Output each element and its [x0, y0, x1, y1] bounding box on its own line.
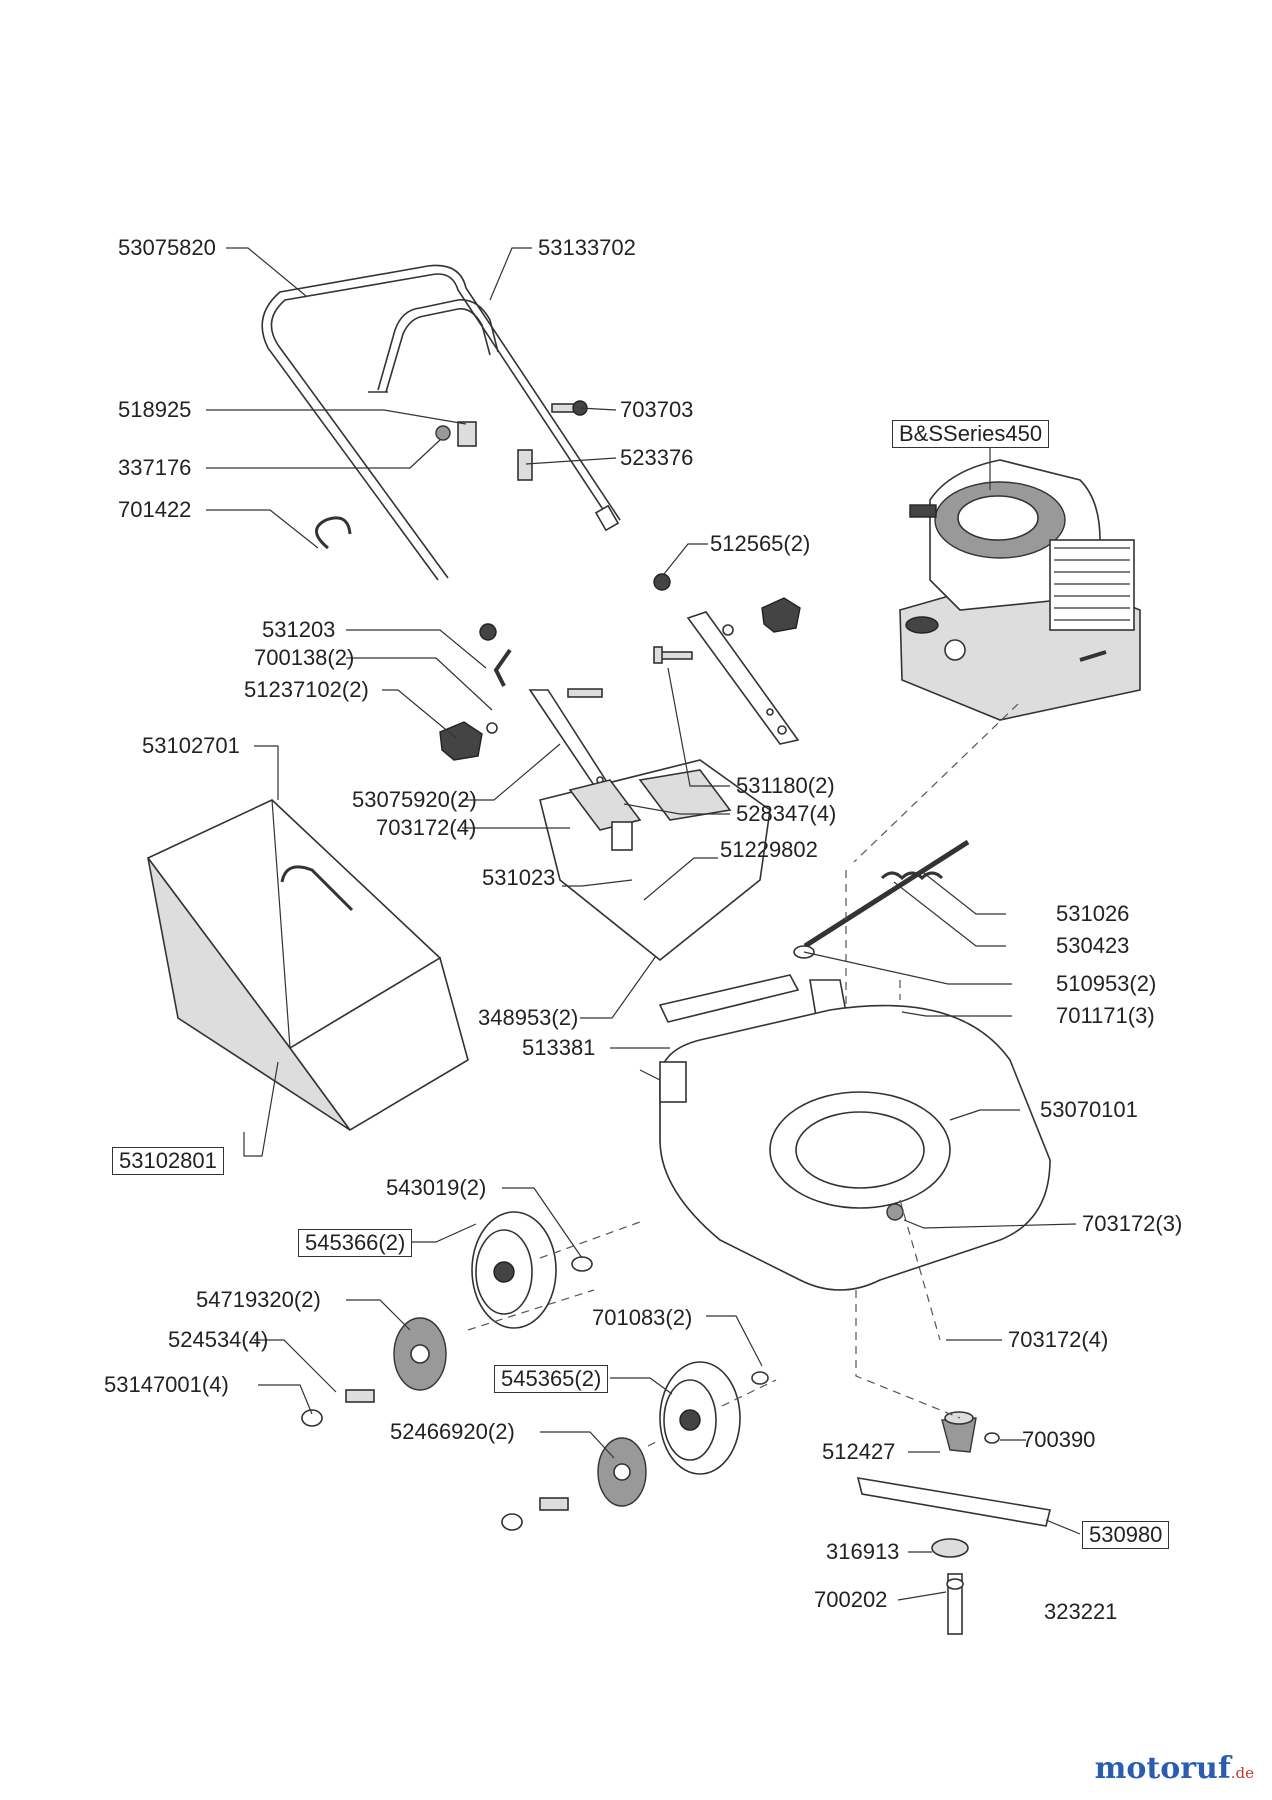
label-523376: 523376	[620, 445, 694, 470]
label-703703: 703703	[620, 397, 694, 422]
label-703172-b: 703172(3)	[1082, 1211, 1183, 1236]
label-bs-series-450: B&SSeries450	[892, 420, 1050, 448]
handle-fasteners	[315, 400, 588, 550]
label-528347: 528347(4)	[736, 801, 837, 826]
label-545366: 545366(2)	[298, 1229, 413, 1257]
brand-tld: .de	[1230, 1764, 1254, 1782]
label-337176: 337176	[118, 455, 192, 480]
lower-handle-strut-right	[686, 611, 800, 745]
label-53147001: 53147001(4)	[104, 1372, 229, 1397]
rear-flap	[539, 759, 771, 962]
brand-logo[interactable]: motoruf.de	[1095, 1751, 1254, 1786]
label-531026: 531026	[1056, 901, 1130, 926]
engine	[899, 459, 1141, 721]
label-51237102: 51237102(2)	[244, 677, 369, 702]
label-53133702: 53133702	[538, 235, 636, 260]
label-530980: 530980	[1082, 1521, 1170, 1549]
rear-wheel	[471, 1211, 593, 1329]
label-518925: 518925	[118, 397, 192, 422]
label-524534: 524534(4)	[168, 1327, 269, 1352]
label-53075920: 53075920(2)	[352, 787, 477, 812]
label-52466920: 52466920(2)	[390, 1419, 515, 1444]
label-513381: 513381	[522, 1035, 596, 1060]
label-51229802: 51229802	[720, 837, 818, 862]
label-530423: 530423	[1056, 933, 1130, 958]
brand-name: motoruf	[1094, 1751, 1231, 1786]
label-701171: 701171(3)	[1056, 1003, 1155, 1028]
label-53070101: 53070101	[1040, 1097, 1138, 1122]
label-512565: 512565(2)	[710, 531, 811, 556]
label-510953: 510953(2)	[1056, 971, 1157, 996]
mower-deck	[639, 1004, 1051, 1291]
assembly-lines	[467, 703, 1019, 1447]
label-701083: 701083(2)	[592, 1305, 693, 1330]
label-316913: 316913	[826, 1539, 900, 1564]
label-700138: 700138(2)	[254, 645, 355, 670]
label-703172-c: 703172(4)	[1008, 1327, 1109, 1352]
label-700202: 700202	[814, 1587, 888, 1612]
label-701422: 701422	[118, 497, 192, 522]
label-512427: 512427	[822, 1439, 896, 1464]
front-hubcap	[501, 1437, 647, 1531]
leader-lines	[206, 247, 1081, 1601]
label-545365: 545365(2)	[494, 1365, 609, 1393]
label-703172-a: 703172(4)	[376, 815, 477, 840]
label-323221: 323221	[1044, 1599, 1118, 1624]
upper-handle	[261, 264, 621, 581]
rear-hubcap	[301, 1317, 447, 1427]
label-543019: 543019(2)	[386, 1175, 487, 1200]
blade-assembly	[856, 1411, 1051, 1635]
cable-lever	[368, 299, 499, 393]
grass-bag	[146, 799, 469, 1132]
label-531180: 531180(2)	[736, 773, 835, 798]
front-wheel	[659, 1361, 769, 1475]
label-531203: 531203	[262, 617, 336, 642]
label-700390: 700390	[1022, 1427, 1096, 1452]
label-53102701: 53102701	[142, 733, 240, 758]
label-531023: 531023	[482, 865, 556, 890]
label-53075820: 53075820	[118, 235, 216, 260]
label-54719320: 54719320(2)	[196, 1287, 321, 1312]
label-53102801: 53102801	[112, 1147, 224, 1175]
rear-axle	[793, 839, 970, 959]
strut-fasteners	[439, 573, 801, 838]
label-348953: 348953(2)	[478, 1005, 579, 1030]
